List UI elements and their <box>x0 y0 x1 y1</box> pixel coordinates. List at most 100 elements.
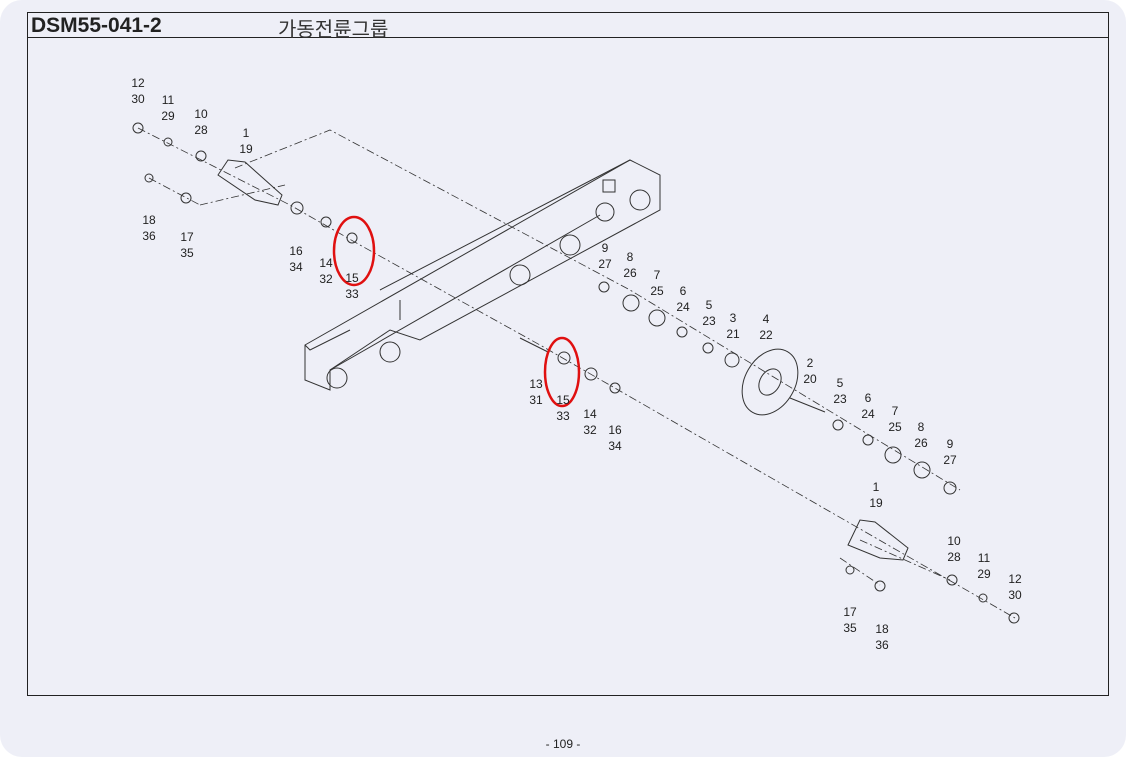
part-item-number: 13 <box>529 377 543 391</box>
shaft <box>519 337 826 413</box>
part-reference-number: 26 <box>623 266 637 280</box>
part-item-number: 18 <box>875 622 889 636</box>
part-item-number: 9 <box>946 437 954 451</box>
part-item-number: 9 <box>601 241 609 255</box>
part-item-number: 8 <box>917 420 925 434</box>
part-reference-number: 24 <box>676 300 690 314</box>
part-reference-number: 32 <box>583 423 597 437</box>
part-item-number: 6 <box>864 391 872 405</box>
part-item-number: 14 <box>319 256 333 270</box>
part-reference-number: 29 <box>977 567 991 581</box>
part-item-number: 16 <box>608 423 622 437</box>
highlight-circle-upper <box>332 215 376 287</box>
part-item-number: 5 <box>705 298 713 312</box>
part-item-number: 10 <box>947 534 961 548</box>
part-item-number: 17 <box>180 230 194 244</box>
part-reference-number: 31 <box>529 393 543 407</box>
part-reference-number: 30 <box>131 92 145 106</box>
part-reference-number: 35 <box>180 246 194 260</box>
part-item-number: 3 <box>729 311 737 325</box>
part-reference-number: 30 <box>1008 588 1022 602</box>
part-reference-number: 34 <box>289 260 303 274</box>
part-item-number: 16 <box>289 244 303 258</box>
part-item-number: 12 <box>131 76 145 90</box>
part-item-number: 12 <box>1008 572 1022 586</box>
small-parts <box>132 122 1020 624</box>
part-item-number: 17 <box>843 605 857 619</box>
part-reference-number: 36 <box>875 638 889 652</box>
part-reference-number: 19 <box>869 496 883 510</box>
bracket-right <box>847 519 909 561</box>
page-number: - 109 - <box>545 737 581 751</box>
part-item-number: 11 <box>161 93 175 107</box>
part-item-number: 8 <box>626 250 634 264</box>
highlight-circle-lower <box>543 336 581 408</box>
part-reference-number: 23 <box>833 392 847 406</box>
part-reference-number: 27 <box>943 453 957 467</box>
part-item-number: 15 <box>556 393 570 407</box>
part-reference-number: 29 <box>161 109 175 123</box>
part-item-number: 1 <box>872 480 880 494</box>
part-reference-number: 22 <box>759 328 773 342</box>
frame-rail <box>304 159 661 391</box>
part-reference-number: 33 <box>556 409 570 423</box>
part-reference-number: 19 <box>239 142 253 156</box>
part-item-number: 1 <box>242 126 250 140</box>
part-item-number: 4 <box>762 312 770 326</box>
part-item-number: 10 <box>194 107 208 121</box>
bracket-left <box>217 159 283 206</box>
part-item-number: 7 <box>653 268 661 282</box>
part-reference-number: 28 <box>947 550 961 564</box>
part-reference-number: 36 <box>142 229 156 243</box>
part-reference-number: 34 <box>608 439 622 453</box>
part-reference-number: 20 <box>803 372 817 386</box>
idler-wheel <box>741 348 799 416</box>
part-reference-number: 33 <box>345 287 359 301</box>
part-reference-number: 25 <box>888 420 902 434</box>
part-reference-number: 32 <box>319 272 333 286</box>
part-reference-number: 21 <box>726 327 740 341</box>
part-reference-number: 23 <box>702 314 716 328</box>
assembly-lines <box>137 127 1016 619</box>
part-item-number: 15 <box>345 271 359 285</box>
part-group-code: DSM55-041-2 <box>31 14 162 37</box>
part-reference-number: 26 <box>914 436 928 450</box>
part-reference-number: 35 <box>843 621 857 635</box>
part-reference-number: 27 <box>598 257 612 271</box>
part-item-number: 14 <box>583 407 597 421</box>
part-item-number: 5 <box>836 376 844 390</box>
part-group-title: 가동전륜그룹 <box>278 19 389 41</box>
part-item-number: 2 <box>806 356 814 370</box>
title-block: DSM55-041-2 가동전륜그룹 <box>28 13 1108 41</box>
